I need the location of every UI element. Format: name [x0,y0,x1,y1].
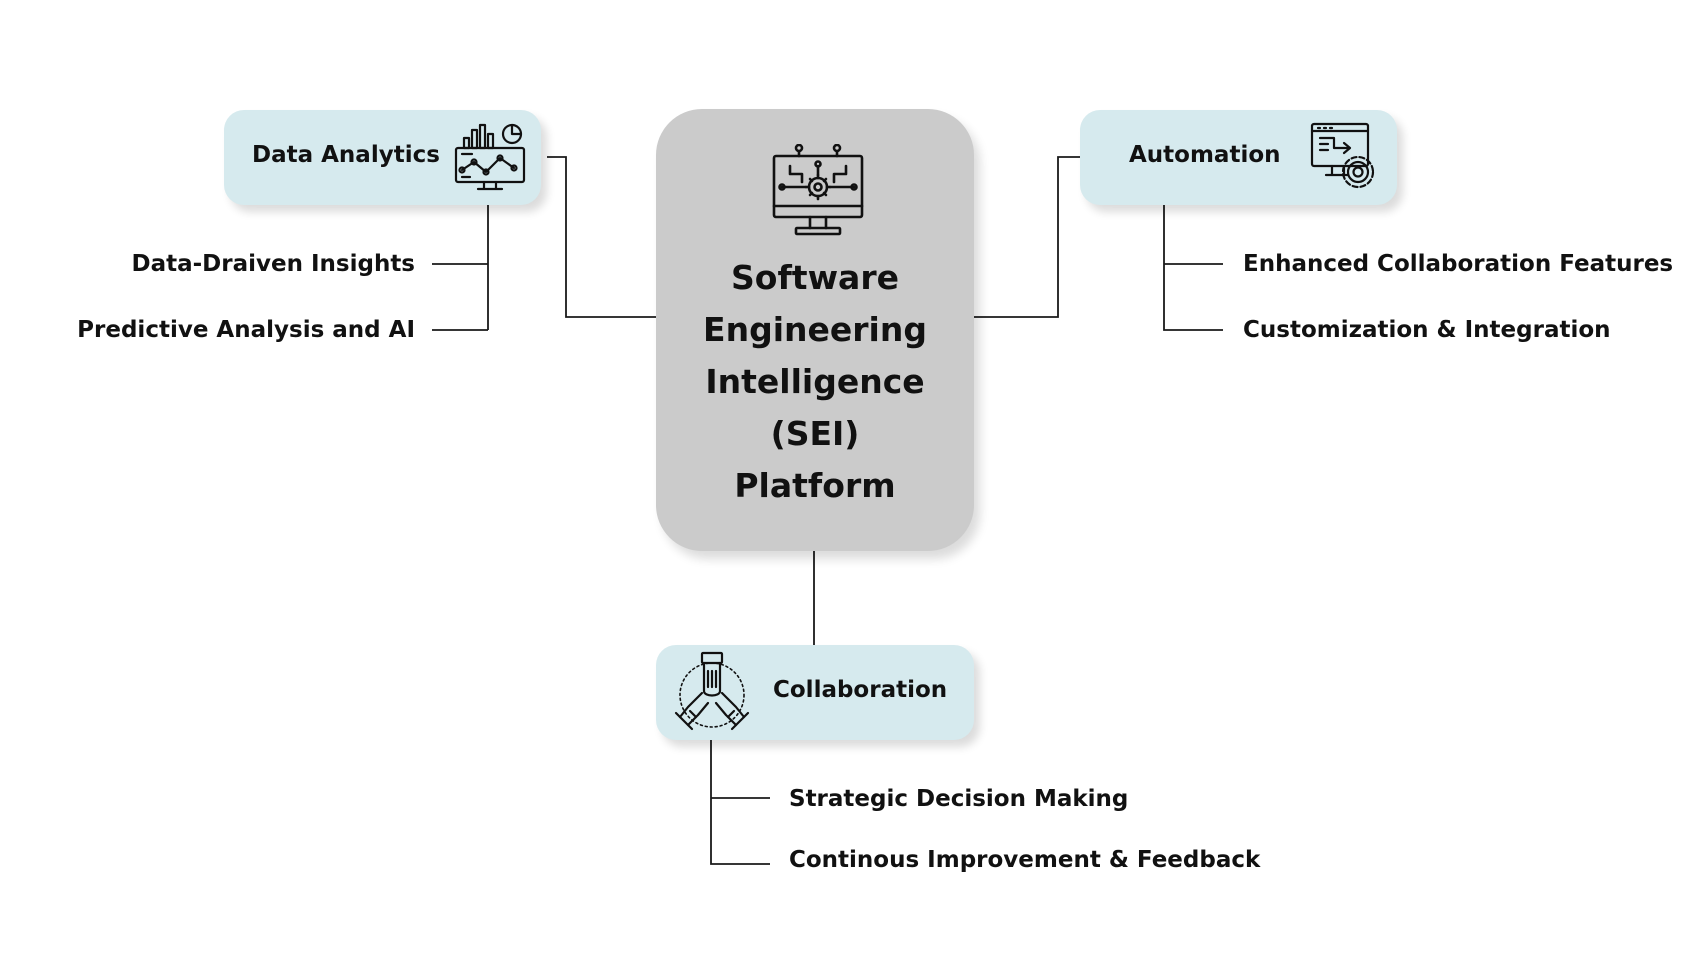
automation-node: Automation [1080,110,1397,205]
connector-analytics-items [432,205,489,331]
collaboration-label: Collaboration [773,677,948,703]
computer-gear-circuit-icon [772,144,864,238]
data-analytics-label: Data Analytics [252,142,440,168]
list-item: Strategic Decision Making [789,786,1129,812]
center-title-line: Engineering [703,310,927,349]
analytics-monitor-icon [454,122,528,194]
list-item: Continous Improvement & Feedback [789,847,1261,873]
connector-automation-center [974,156,1080,318]
center-title-line: Software [731,258,899,297]
center-title: Software Engineering Intelligence (SEI) … [656,252,974,512]
teamwork-hands-icon [672,651,752,735]
connector-automation-items [1163,205,1223,331]
list-item: Customization & Integration [1243,317,1611,343]
center-node: Software Engineering Intelligence (SEI) … [656,109,974,551]
list-item: Predictive Analysis and AI [77,317,415,343]
list-item: Enhanced Collaboration Features [1243,251,1674,277]
data-analytics-node: Data Analytics [224,110,541,205]
center-title-line: Intelligence [705,362,925,401]
list-item: Data-Draiven Insights [131,251,415,277]
collaboration-node: Collaboration [656,645,974,740]
monitor-gear-icon [1310,122,1380,194]
connector-analytics-center [547,156,656,318]
center-title-line: Platform [734,466,896,505]
connector-collaboration-items [710,740,770,865]
automation-label: Automation [1129,142,1281,168]
center-title-line: (SEI) [770,414,860,453]
